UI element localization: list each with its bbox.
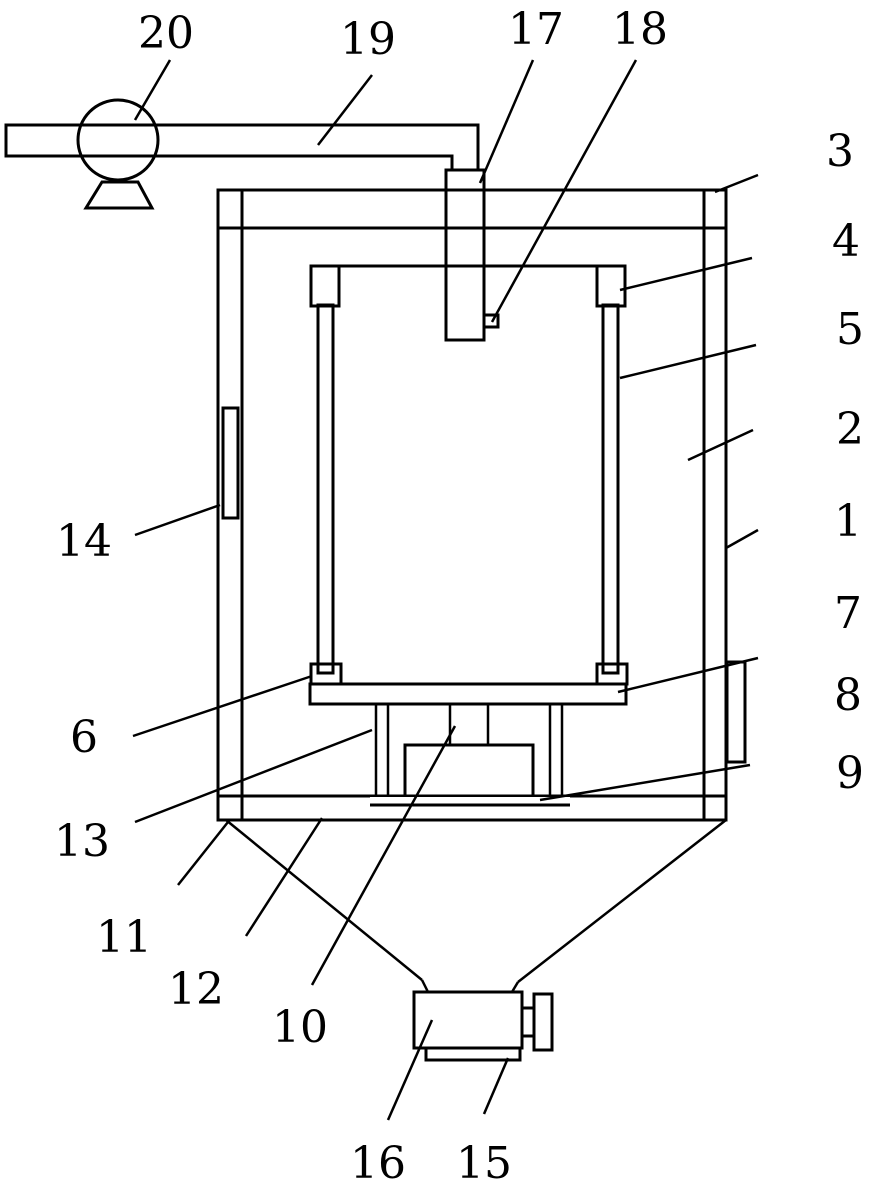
label-8: 8	[834, 670, 862, 721]
valve-base	[424, 1046, 522, 1062]
label-10: 10	[272, 1002, 328, 1053]
top-wall	[216, 188, 728, 230]
bottom-wall	[216, 794, 728, 822]
window	[221, 406, 240, 520]
label-6: 6	[70, 712, 98, 763]
basket-left-wall	[316, 303, 335, 675]
label-15: 15	[456, 1138, 512, 1187]
clip-top-left	[309, 264, 341, 308]
label-13: 13	[54, 816, 110, 867]
bottom-gap	[370, 797, 570, 805]
label-17: 17	[508, 4, 564, 55]
label-11: 11	[96, 912, 152, 963]
label-14: 14	[56, 516, 112, 567]
valve-handle	[532, 992, 554, 1052]
funnel	[225, 819, 727, 993]
labels: 20 19 17 18 3 4 5 2 1 7 8 9 14 6 13 11 1…	[54, 4, 864, 1187]
label-5: 5	[836, 304, 864, 355]
side-box	[725, 660, 747, 764]
motor-assembly	[403, 704, 535, 797]
pump-base	[83, 180, 155, 210]
label-18: 18	[612, 4, 668, 55]
discharge-valve	[412, 990, 554, 1062]
inner-basket	[309, 264, 629, 686]
pump-body	[76, 98, 160, 182]
label-12: 12	[168, 964, 224, 1015]
label-3: 3	[826, 126, 854, 177]
motor-body	[403, 743, 535, 797]
pipe-body	[4, 123, 480, 172]
label-20: 20	[138, 8, 194, 59]
pump	[76, 98, 160, 210]
label-7: 7	[834, 588, 862, 639]
right-wall	[702, 188, 728, 822]
leader-lines	[132, 59, 759, 1121]
label-1: 1	[834, 496, 862, 547]
valve-stem	[520, 1006, 536, 1038]
label-16: 16	[350, 1138, 406, 1187]
inner-chamber	[240, 226, 706, 798]
tray-plate	[308, 682, 628, 706]
outer-housing	[216, 188, 728, 822]
nozzle-body	[444, 168, 486, 342]
pipe	[4, 123, 480, 172]
label-19: 19	[340, 14, 396, 65]
nozzle-tip	[482, 313, 500, 329]
clip-top-right	[595, 264, 627, 308]
bottom-plate	[216, 794, 728, 822]
label-9: 9	[836, 748, 864, 799]
basket-right-wall	[601, 303, 620, 675]
valve-body	[412, 990, 524, 1050]
label-2: 2	[836, 404, 864, 455]
support-rods	[374, 704, 564, 796]
label-4: 4	[832, 216, 860, 267]
nozzle	[444, 168, 500, 342]
